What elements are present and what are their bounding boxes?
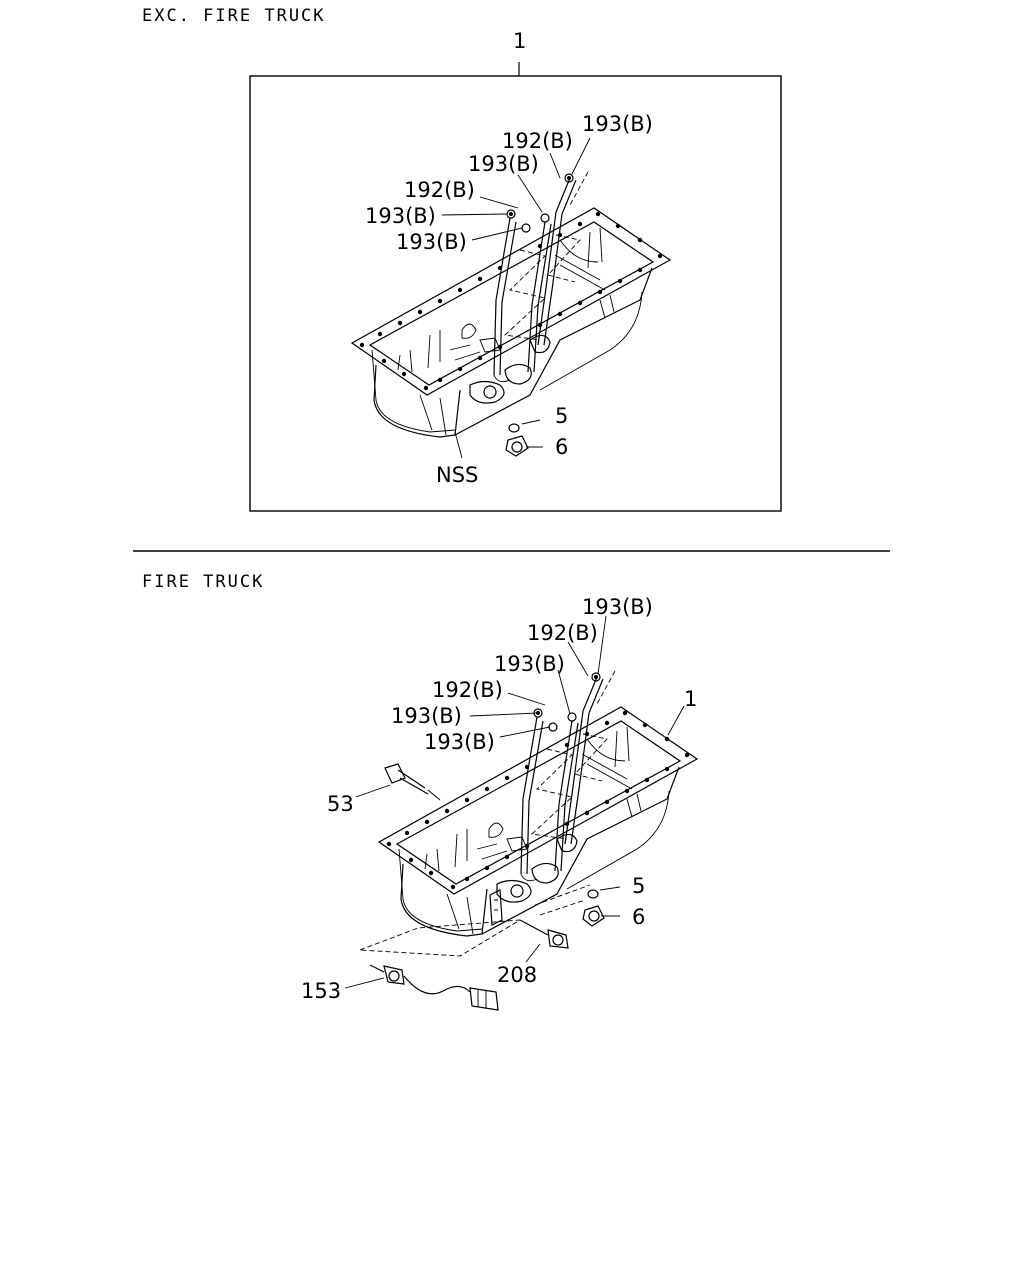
callout-6: 6 — [632, 905, 645, 929]
callout-192b: 192(B) — [527, 621, 598, 645]
callout-193b: 193(B) — [424, 730, 495, 754]
callout-192b: 192(B) — [404, 178, 475, 202]
callout-53: 53 — [327, 792, 354, 816]
callout-193b: 193(B) — [396, 230, 467, 254]
callout-5: 5 — [555, 404, 568, 428]
callout-5: 5 — [632, 874, 645, 898]
section-fire-truck: FIRE TRUCK — [142, 572, 698, 1011]
callout-1: 1 — [684, 687, 697, 711]
section-exc-fire-truck: EXC. FIRE TRUCK 1 19 — [142, 6, 782, 512]
callout-193b: 193(B) — [468, 152, 539, 176]
callout-nss: NSS — [436, 463, 478, 487]
section-heading: EXC. FIRE TRUCK — [142, 6, 326, 26]
callout-193b: 193(B) — [494, 652, 565, 676]
callout-193b: 193(B) — [582, 112, 653, 136]
callout-193b: 193(B) — [582, 595, 653, 619]
leader-lines — [441, 137, 591, 459]
callout-153: 153 — [301, 979, 341, 1003]
callout-192b: 192(B) — [432, 678, 503, 702]
callout-208: 208 — [497, 963, 537, 987]
section-heading: FIRE TRUCK — [142, 572, 264, 592]
assembly-frame — [249, 75, 782, 512]
leader-lines — [344, 615, 685, 989]
callout-6: 6 — [555, 435, 568, 459]
callout-1: 1 — [513, 29, 526, 53]
extra-parts — [359, 763, 605, 1011]
callout-192b: 192(B) — [502, 129, 573, 153]
callout-193b: 193(B) — [391, 704, 462, 728]
callout-193b: 193(B) — [365, 204, 436, 228]
